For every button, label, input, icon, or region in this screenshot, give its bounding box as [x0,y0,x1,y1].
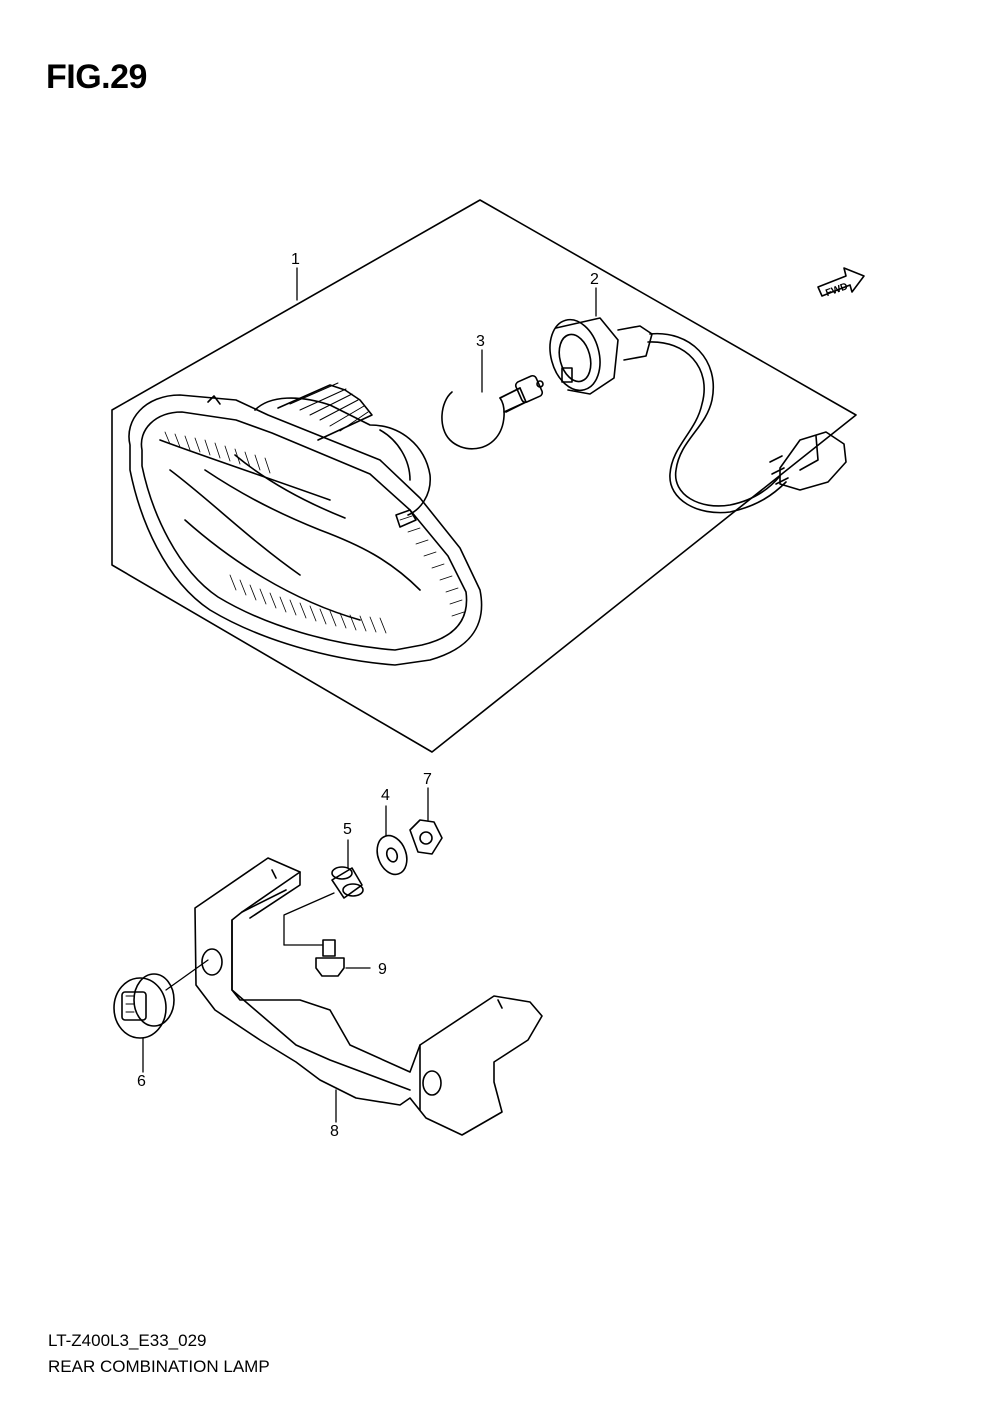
callout-3: 3 [476,333,485,350]
fwd-arrow-icon: FWD [817,267,865,299]
callout-6: 6 [137,1073,146,1090]
callout-4: 4 [381,787,390,804]
hex-nut [409,819,443,855]
model-code: LT-Z400L3_E33_029 [48,1331,207,1350]
serrated-nut [113,973,175,1039]
callout-5: 5 [343,821,352,838]
section-name: REAR COMBINATION LAMP [48,1357,270,1376]
tail-lamp-housing [128,382,483,666]
callout-7: 7 [423,771,432,788]
callout-labels: 1 2 3 4 5 6 7 8 9 [137,251,599,1140]
bulb [441,374,544,450]
figure-title: FIG.29 [46,58,147,96]
screw [315,939,345,977]
collar [331,866,364,899]
callout-1: 1 [291,251,300,268]
callout-8: 8 [330,1123,339,1140]
callout-2: 2 [590,271,599,288]
assembly-boundary-box [111,199,857,753]
leader-lines [142,267,597,1123]
socket-harness [549,317,847,514]
washer [376,834,408,876]
callout-9: 9 [378,961,387,978]
mounting-bracket [194,857,543,1136]
